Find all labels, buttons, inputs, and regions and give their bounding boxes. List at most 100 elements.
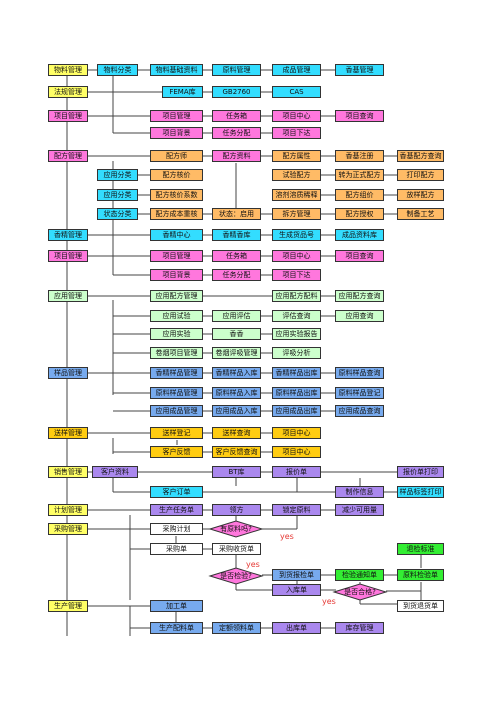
node-flavor-lib[interactable]: 香精香库 [212, 229, 261, 241]
node-material-inspect[interactable]: 原料检验单 [397, 569, 444, 581]
module-project[interactable]: 项目管理 [48, 110, 88, 122]
node-lock-raw[interactable]: 锁定原料 [272, 504, 321, 516]
node-produce-material[interactable]: 生产配料单 [150, 622, 203, 634]
node-flavor-sample-in[interactable]: 香精样品入库 [212, 367, 261, 379]
node-purchase-receipt[interactable]: 采购收货单 [212, 543, 261, 555]
module-purchase[interactable]: 采购管理 [48, 523, 88, 535]
node-inspect-notice[interactable]: 检验通知单 [335, 569, 384, 581]
node-print-formula[interactable]: 打印配方 [397, 169, 444, 181]
module-production[interactable]: 生产管理 [48, 600, 88, 612]
node-inventory-mgmt[interactable]: 库存管理 [335, 622, 384, 634]
node-abandon-formula[interactable]: 放样配方 [397, 189, 444, 201]
node-app-product-out[interactable]: 应用成品出库 [272, 405, 321, 417]
node-trial-formula[interactable]: 试验配方 [272, 169, 321, 181]
node-arrival-inspect[interactable]: 到货报检单 [272, 569, 321, 581]
module-sales[interactable]: 销售管理 [48, 466, 88, 478]
node-eval-analysis[interactable]: 评吸分析 [272, 347, 321, 359]
node-make-info[interactable]: 制作信息 [335, 486, 384, 498]
node-app-experiment[interactable]: 应用实验 [150, 328, 203, 340]
module-delivery[interactable]: 送样管理 [48, 427, 88, 439]
node-delivery-center2[interactable]: 项目中心 [272, 446, 321, 458]
node-base-formula-query[interactable]: 香基配方查询 [397, 150, 444, 162]
node-app-formula-mgmt[interactable]: 应用配方管理 [150, 290, 203, 302]
node-customer-feedback-query[interactable]: 客户反馈查询 [212, 446, 261, 458]
node-app-report[interactable]: 应用实验报告 [272, 328, 321, 340]
node-material-basic[interactable]: 物料基础资料 [150, 64, 203, 76]
node-purchase-plan[interactable]: 采购计划 [150, 523, 203, 535]
decision-qualified[interactable]: 是否合格? [344, 588, 376, 596]
node-pm2-project[interactable]: 项目管理 [150, 250, 203, 262]
node-flavor-sample-mgmt[interactable]: 香精样品管理 [150, 367, 203, 379]
node-app-product-query[interactable]: 应用成品查询 [335, 405, 384, 417]
node-pm2-query[interactable]: 项目查询 [335, 250, 384, 262]
node-gb2760[interactable]: GB2760 [212, 86, 261, 98]
node-flavor-sample-out[interactable]: 香精样品出库 [272, 367, 321, 379]
node-product-mgmt[interactable]: 成品管理 [272, 64, 321, 76]
node-raw-sample-query[interactable]: 原料样品查询 [335, 367, 384, 379]
node-out-stock[interactable]: 出库单 [272, 622, 321, 634]
node-customer-data[interactable]: 客户资料 [92, 466, 138, 478]
node-formula-data[interactable]: 配方资料 [212, 150, 261, 162]
node-process[interactable]: 制备工艺 [397, 208, 444, 220]
node-app-eval[interactable]: 应用评估 [212, 310, 261, 322]
node-cas[interactable]: CAS [272, 86, 321, 98]
node-raw-sample-mgmt[interactable]: 原料样品管理 [150, 387, 203, 399]
node-pm2-bg[interactable]: 项目背景 [150, 269, 203, 281]
node-split-formula[interactable]: 拆方管理 [272, 208, 321, 220]
node-convert-formula[interactable]: 转为正式配方 [335, 169, 384, 181]
node-delivery-center[interactable]: 项目中心 [272, 427, 321, 439]
node-pm2-assign[interactable]: 任务分配 [212, 269, 261, 281]
node-project-query[interactable]: 项目查询 [335, 110, 384, 122]
node-app-query[interactable]: 应用查询 [335, 310, 384, 322]
node-task-box[interactable]: 任务箱 [212, 110, 261, 122]
node-bt-lib[interactable]: BT库 [212, 466, 261, 478]
node-formula-price-coef[interactable]: 配方核价系数 [150, 189, 203, 201]
node-processing[interactable]: 加工单 [150, 600, 203, 612]
node-in-stock[interactable]: 入库单 [272, 584, 321, 596]
node-material-class[interactable]: 物料分类 [97, 64, 138, 76]
node-production-no[interactable]: 生成货品号 [272, 229, 321, 241]
node-status-class[interactable]: 状态分类 [97, 208, 138, 220]
module-plan[interactable]: 计划管理 [48, 504, 88, 516]
node-cig-eval[interactable]: 卷烟评吸管理 [212, 347, 261, 359]
node-project-issue[interactable]: 项目下达 [272, 127, 321, 139]
node-pm2-center[interactable]: 项目中心 [272, 250, 321, 262]
decision-need-inspect[interactable]: 是否检验? [220, 572, 252, 580]
node-formula-cost[interactable]: 配方成本重核 [150, 208, 203, 220]
node-project-mgmt[interactable]: 项目管理 [150, 110, 203, 122]
node-fema[interactable]: FEMA库 [162, 86, 203, 98]
node-formula-price[interactable]: 配方核价 [150, 169, 203, 181]
node-quotation-print[interactable]: 报价单打印 [397, 466, 444, 478]
node-app-product-sample[interactable]: 应用成品管理 [150, 405, 203, 417]
node-app-trial[interactable]: 应用试验 [150, 310, 203, 322]
node-quotation[interactable]: 报价单 [272, 466, 321, 478]
node-formula-sheet[interactable]: 领方 [212, 504, 261, 516]
module-regulation[interactable]: 法规管理 [48, 86, 88, 98]
node-solvent-dilute[interactable]: 溶剂溶质稀释 [272, 189, 321, 201]
node-formula-auth[interactable]: 配方授权 [335, 208, 384, 220]
node-project-center[interactable]: 项目中心 [272, 110, 321, 122]
decision-has-raw[interactable]: 有原料吗? [220, 525, 252, 533]
module-flavor[interactable]: 香精管理 [48, 229, 88, 241]
node-formula-attr[interactable]: 配方属性 [272, 150, 321, 162]
node-raw-sample-in[interactable]: 原料样品入库 [212, 387, 261, 399]
module-sample[interactable]: 样品管理 [48, 367, 88, 379]
node-formula-group[interactable]: 配方组价 [335, 189, 384, 201]
node-app-formula-query[interactable]: 应用配方查询 [335, 290, 384, 302]
node-project-bg[interactable]: 项目背景 [150, 127, 203, 139]
node-product-lib[interactable]: 成品资料库 [335, 229, 384, 241]
node-formulator[interactable]: 配方师 [150, 150, 203, 162]
node-raw-material[interactable]: 原料管理 [212, 64, 261, 76]
node-base-note[interactable]: 香基注册 [335, 150, 384, 162]
node-pm2-task-box[interactable]: 任务箱 [212, 250, 261, 262]
node-product-label-print[interactable]: 样品标签打印 [397, 486, 444, 498]
node-purchase-order[interactable]: 采购单 [150, 543, 203, 555]
node-reject-label[interactable]: 退检标准 [397, 543, 444, 555]
node-delivery-reg[interactable]: 送样登记 [150, 427, 203, 439]
node-raw-sample-reg[interactable]: 原料样品登记 [335, 387, 384, 399]
node-pm2-issue[interactable]: 项目下达 [272, 269, 321, 281]
node-app-class[interactable]: 应用分类 [97, 169, 138, 181]
module-formula[interactable]: 配方管理 [48, 150, 88, 162]
node-flavor-center[interactable]: 香精中心 [150, 229, 203, 241]
node-fragrance[interactable]: 香香 [212, 328, 261, 340]
